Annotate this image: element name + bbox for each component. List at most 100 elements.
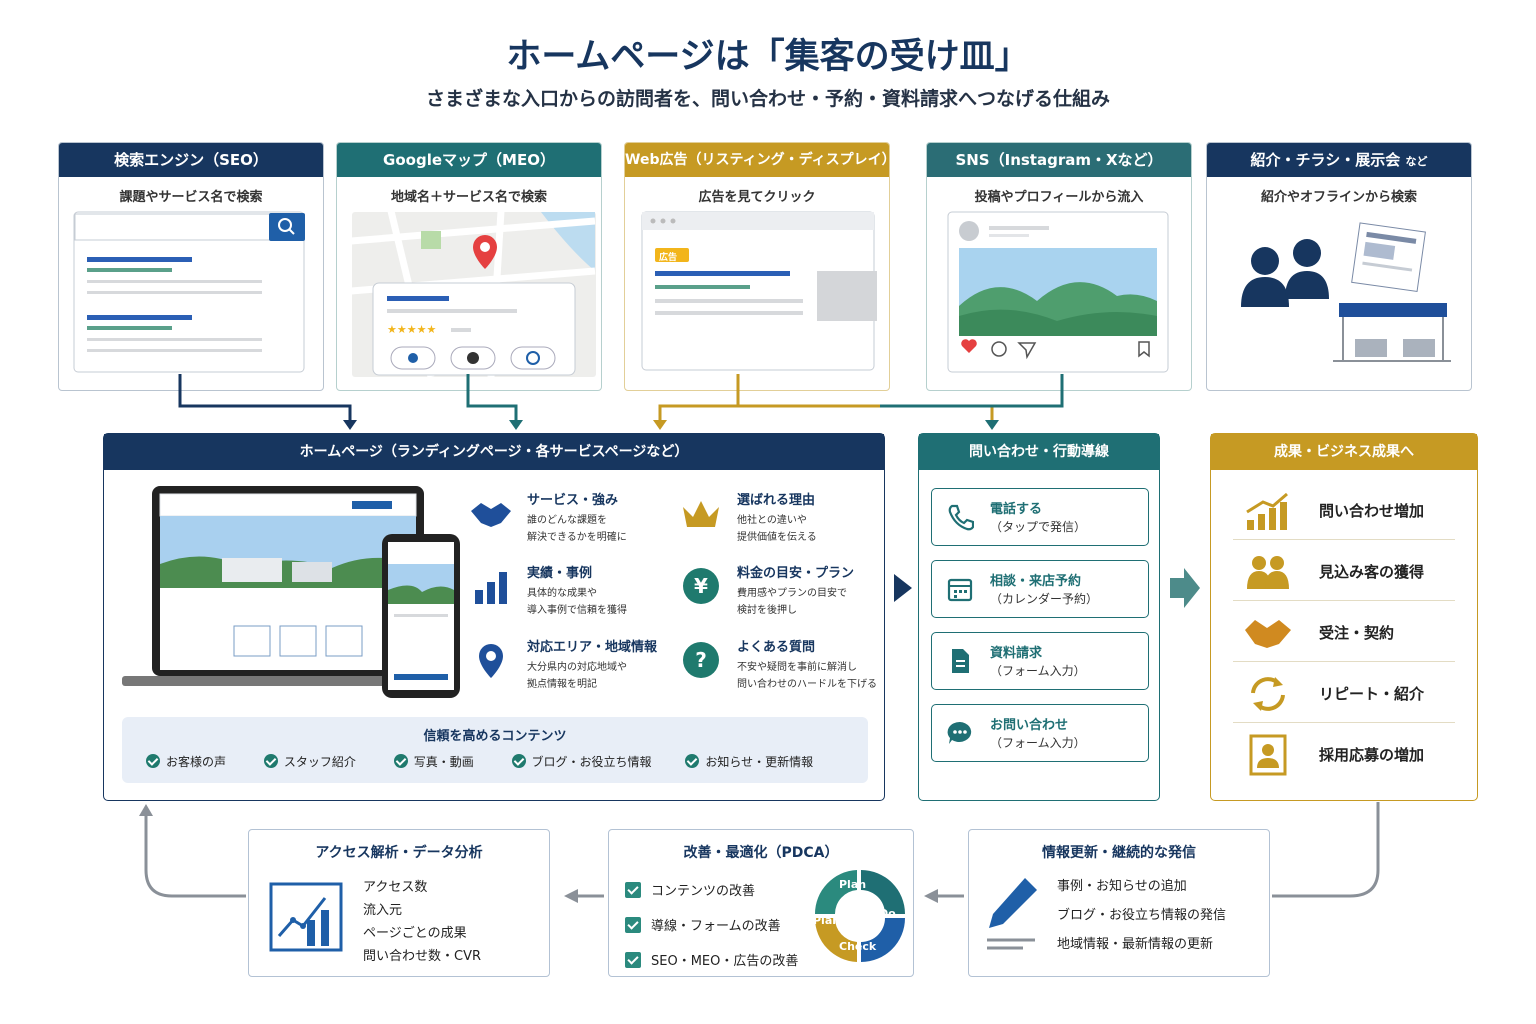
result-item: リピート・紹介: [1233, 663, 1455, 723]
improve-item: 導線・フォームの改善: [625, 909, 798, 944]
cta-reservation[interactable]: 相談・来店予約（カレンダー予約）: [931, 560, 1149, 618]
search-results-illustration: [73, 211, 305, 373]
update-item: 事例・お知らせの追加: [1057, 879, 1187, 894]
source-header: 紹介・チラシ・展示会 など: [1207, 143, 1471, 177]
source-header: Googleマップ（MEO）: [337, 143, 601, 177]
check-icon: [146, 754, 160, 768]
svg-text:?: ?: [695, 648, 707, 672]
bar-chart-icon: [475, 572, 507, 604]
bookmark-icon: [1138, 341, 1150, 358]
pdca-plan-label: Plan: [839, 878, 867, 891]
analysis-item: 流入元: [363, 903, 403, 918]
cta-panel: 問い合わせ・行動導線 電話する（タップで発信） 相談・来店予約（カレンダー予約）…: [918, 433, 1160, 801]
trust-item: ブログ・お役立ち情報: [511, 754, 652, 769]
update-box: 情報更新・継続的な発信 事例・お知らせの追加 ブログ・お役立ち情報の発信 地域情…: [968, 829, 1270, 977]
analysis-item: ページごとの成果: [363, 926, 467, 941]
check-icon: [511, 754, 526, 768]
source-card-meo: Googleマップ（MEO） 地域名＋サービス名で検索 ★★★★★: [336, 142, 602, 391]
ad-browser-illustration: [641, 211, 877, 371]
analysis-item: 問い合わせ数・CVR: [363, 949, 482, 964]
id-card-icon: [1249, 734, 1287, 776]
source-caption: 地域名＋サービス名で検索: [390, 190, 547, 205]
checkbox-icon: [625, 882, 641, 898]
check-icon: [685, 754, 700, 768]
pdca-check-label: Check: [839, 940, 877, 953]
homepage-header: ホームページ（ランディングページ・各サービスページなど）: [104, 434, 884, 470]
svg-text:★★★★★: ★★★★★: [387, 323, 436, 336]
sns-post-illustration: [947, 211, 1169, 373]
source-header: SNS（Instagram・Xなど）: [927, 143, 1191, 177]
page-title: ホームページは「集客の受け皿」: [506, 37, 1030, 77]
trust-item: スタッフ紹介: [263, 754, 356, 769]
improve-box: 改善・最適化（PDCA） コンテンツの改善 導線・フォームの改善 SEO・MEO…: [608, 829, 914, 977]
handshake-icon: [471, 503, 511, 527]
ad-badge: 広告: [659, 253, 678, 263]
source-caption: 紹介やオフラインから検索: [1260, 190, 1417, 205]
handshake-icon: [1245, 620, 1291, 648]
check-icon: [393, 754, 408, 768]
source-caption: 投稿やプロフィールから流入: [974, 190, 1144, 205]
results-header: 成果・ビジネス成果へ: [1211, 434, 1477, 470]
location-pin-icon: [479, 644, 503, 678]
trust-item: お知らせ・更新情報: [685, 754, 813, 769]
source-card-offline: 紹介・チラシ・展示会 など 紹介やオフラインから検索: [1206, 142, 1472, 391]
heart-icon: [961, 339, 977, 353]
growth-chart-icon: [1246, 492, 1288, 530]
pen-icon: [987, 878, 1037, 950]
document-icon: [952, 649, 969, 673]
question-icon: ?: [683, 642, 719, 678]
svg-text:¥: ¥: [694, 574, 708, 598]
source-caption: 課題やサービス名で検索: [119, 190, 263, 205]
pdca-do-label: Do: [879, 907, 896, 920]
source-header: Web広告（リスティング・ディスプレイ）: [625, 143, 889, 177]
feature-reasons: 選ばれる理由 他社との違いや提供価値を伝える: [683, 489, 937, 546]
improve-item: コンテンツの改善: [625, 874, 798, 909]
improve-title: 改善・最適化（PDCA）: [683, 845, 839, 861]
crown-icon: [683, 501, 719, 527]
update-item: 地域情報・最新情報の更新: [1057, 937, 1214, 952]
feature-cases: 実績・事例 具体的な成果や導入事例で信頼を獲得: [475, 562, 727, 619]
pdca-cycle-icon: [815, 870, 905, 962]
source-card-sns: SNS（Instagram・Xなど） 投稿やプロフィールから流入: [926, 142, 1192, 391]
result-item: 問い合わせ増加: [1233, 480, 1455, 540]
source-caption: 広告を見てクリック: [698, 190, 816, 205]
cta-phone[interactable]: 電話する（タップで発信）: [931, 488, 1149, 546]
result-item: 見込み客の獲得: [1233, 541, 1455, 601]
cta-document-request[interactable]: 資料請求（フォーム入力）: [931, 632, 1149, 690]
result-item: 採用応募の増加: [1233, 724, 1455, 784]
people-booth-illustration: [1241, 222, 1451, 362]
chat-icon: [947, 721, 972, 744]
comment-icon: [991, 341, 1007, 357]
feature-pricing: ¥ 料金の目安・プラン 費用感やプランの目安で検討を後押し: [683, 562, 937, 619]
laptop-phone-illustration: [122, 486, 460, 698]
map-illustration: ★★★★★: [351, 211, 596, 378]
analysis-title: アクセス解析・データ分析: [315, 845, 483, 861]
analysis-box: アクセス解析・データ分析 アクセス数 流入元 ページごとの成果 問い合わせ数・C…: [248, 829, 550, 977]
check-icon: [263, 754, 278, 768]
source-card-seo: 検索エンジン（SEO） 課題やサービス名で検索: [58, 142, 324, 391]
calendar-icon: [947, 578, 973, 602]
cta-inquiry[interactable]: お問い合わせ（フォーム入力）: [931, 704, 1149, 762]
checkbox-icon: [625, 917, 641, 933]
feature-service-strength: サービス・強み 誰のどんな課題を解決できるかを明確に: [471, 489, 727, 546]
result-item: 受注・契約: [1233, 602, 1455, 662]
yen-icon: ¥: [683, 568, 719, 604]
analysis-item: アクセス数: [363, 880, 428, 895]
people-icon: [1247, 556, 1289, 589]
analytics-icon: [269, 882, 343, 952]
feature-faq: ? よくある質問 不安や疑問を事前に解消し問い合わせのハードルを下げる: [683, 636, 885, 693]
checkbox-icon: [625, 952, 641, 968]
trust-item: お客様の声: [146, 754, 226, 769]
update-item: ブログ・お役立ち情報の発信: [1057, 908, 1227, 923]
source-header: 検索エンジン（SEO）: [59, 143, 323, 177]
improve-item: SEO・MEO・広告の改善: [625, 944, 798, 979]
results-panel: 成果・ビジネス成果へ 問い合わせ増加 見込み客の獲得 受注・契約 リピート・紹介…: [1210, 433, 1478, 801]
page-subtitle: さまざまな入口からの訪問者を、問い合わせ・予約・資料請求へつなげる仕組み: [425, 88, 1110, 110]
search-icon: [269, 213, 305, 241]
update-title: 情報更新・継続的な発信: [1042, 845, 1196, 861]
phone-icon: [948, 504, 974, 531]
share-icon: [1017, 342, 1037, 360]
feature-area: 対応エリア・地域情報 大分県内の対応地域や拠点情報を明記: [479, 636, 727, 693]
source-card-ads: Web広告（リスティング・ディスプレイ） 広告を見てクリック 広告: [624, 142, 890, 391]
